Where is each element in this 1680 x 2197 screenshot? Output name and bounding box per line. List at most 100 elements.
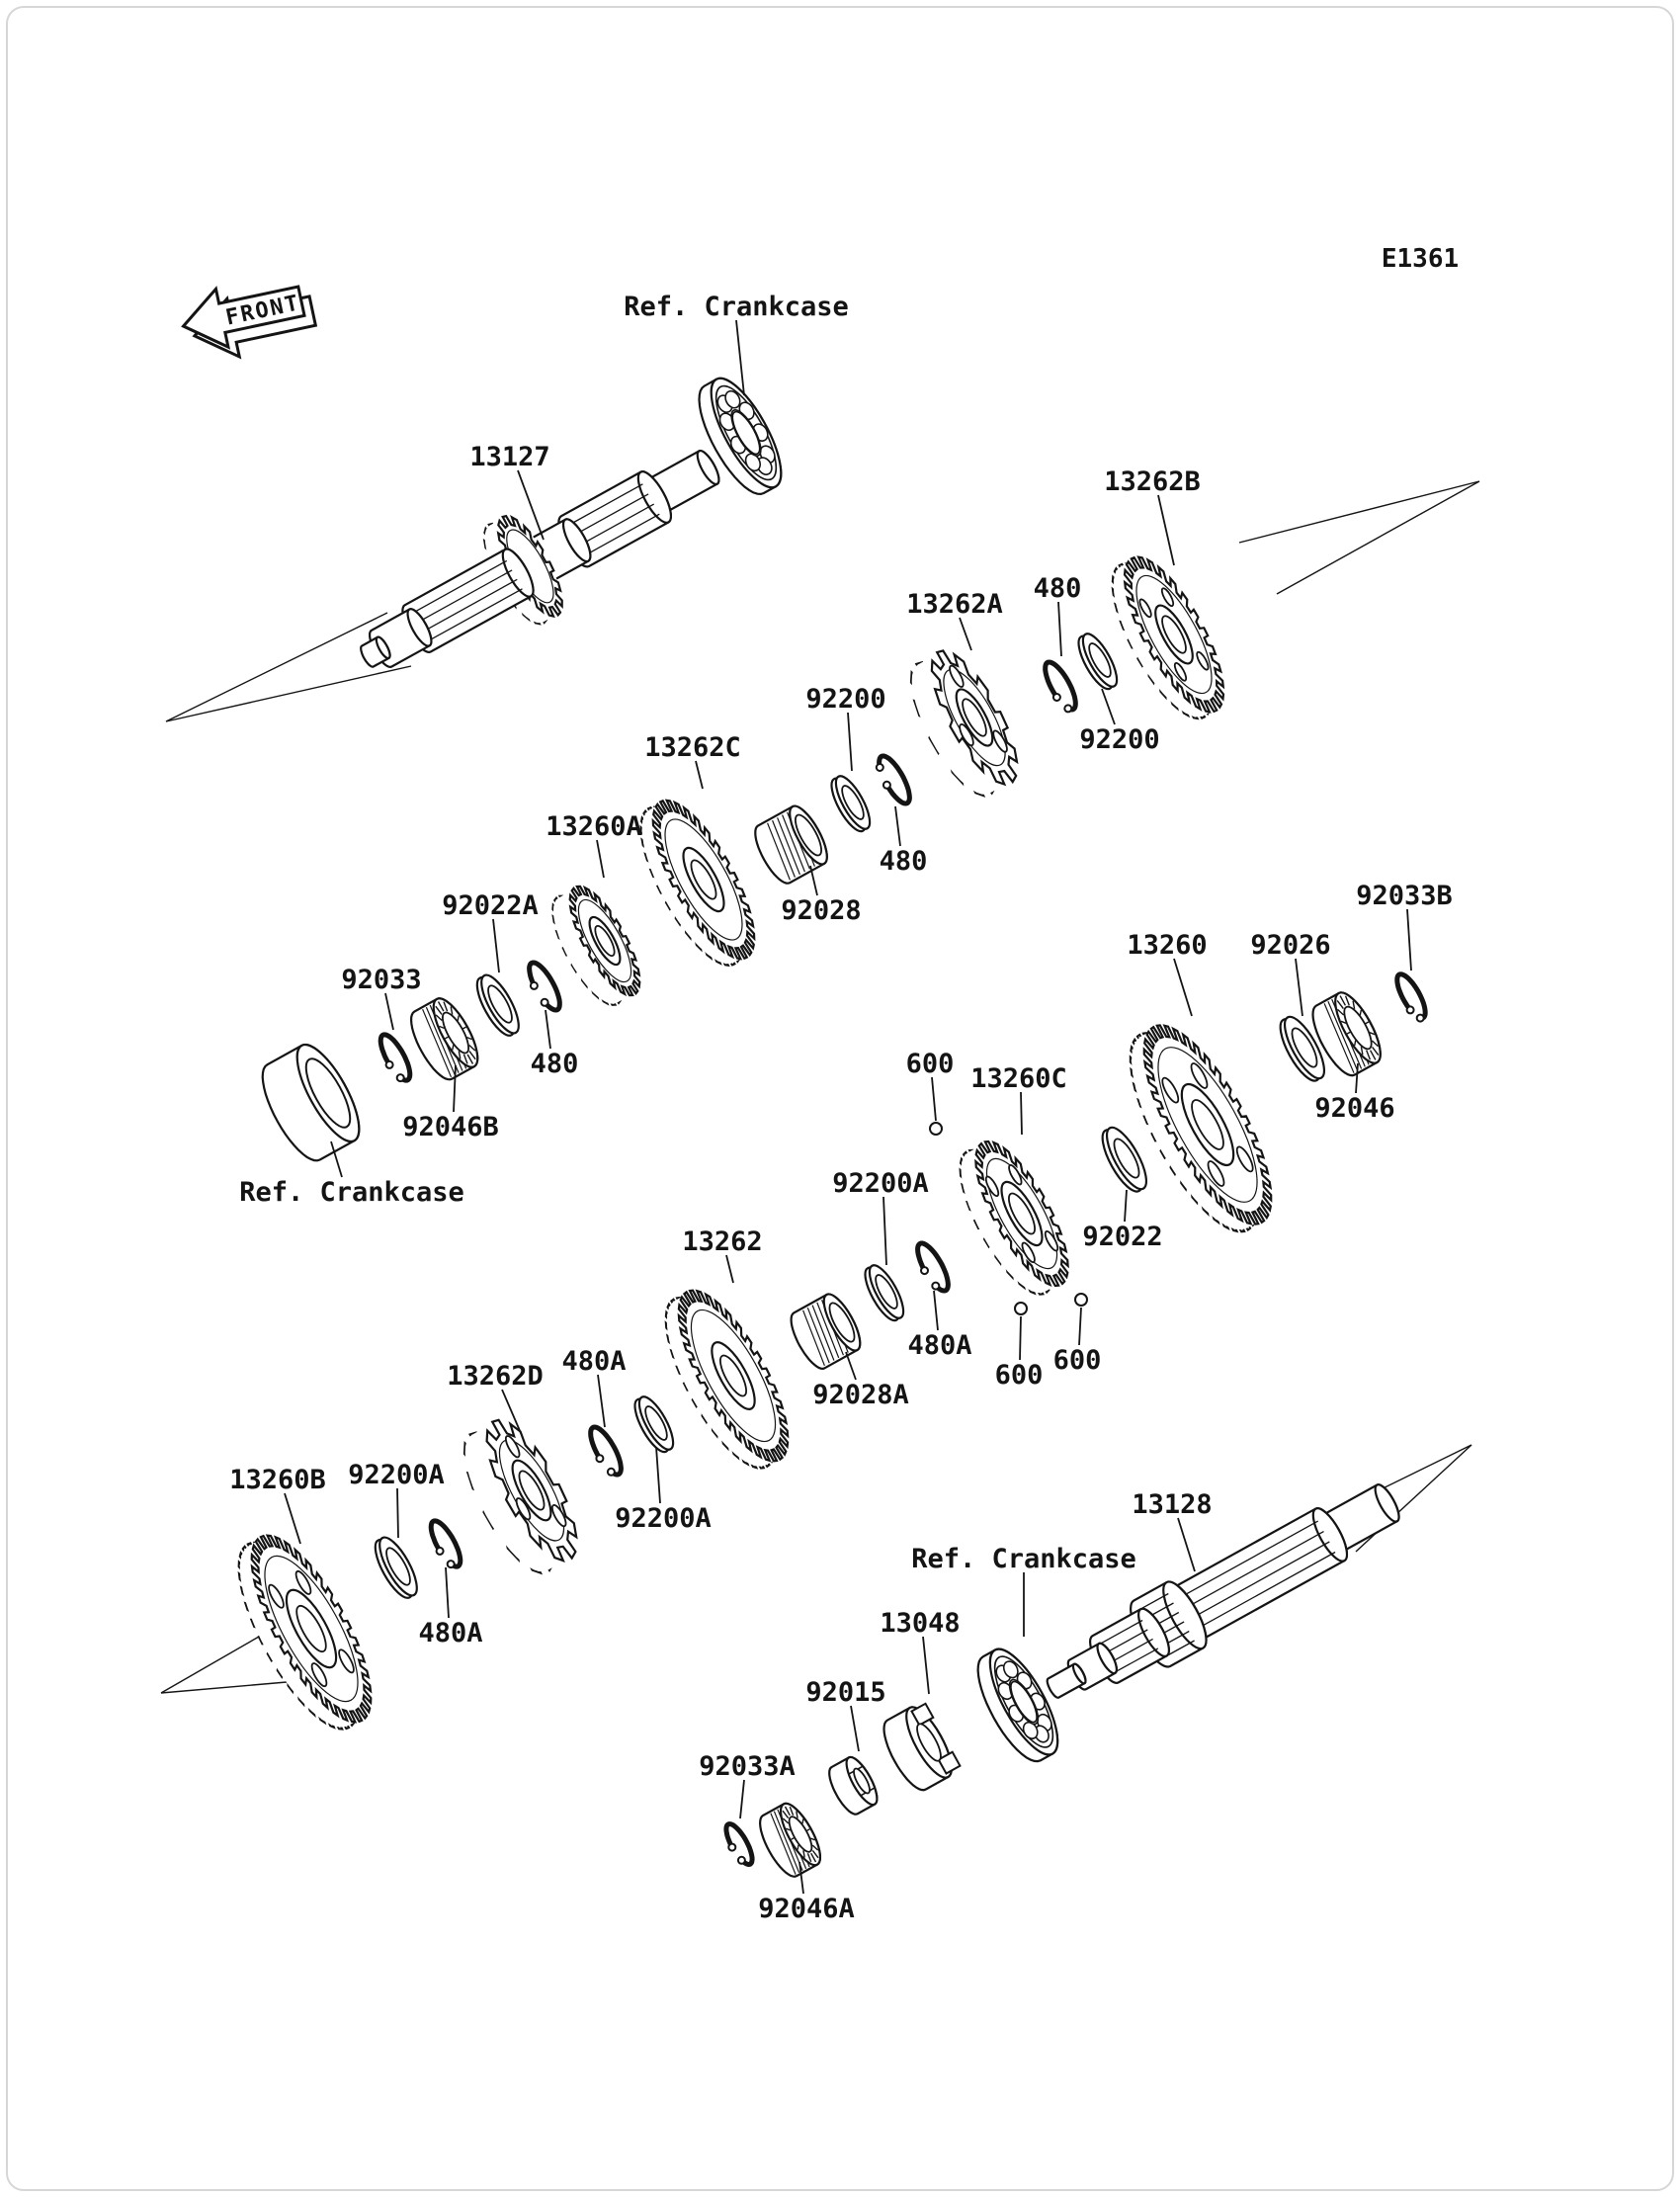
bearing-ref-crankcase-top — [698, 377, 783, 496]
washer-92022A — [475, 973, 520, 1037]
label-480A-2-leader — [597, 1374, 606, 1428]
circlip-92033 — [378, 1032, 413, 1083]
label-92200A-3: 92200A — [348, 1460, 445, 1490]
label-92200-2-leader — [1101, 688, 1116, 725]
label-13260C-leader — [1020, 1091, 1023, 1136]
label-92022A: 92022A — [442, 890, 539, 921]
label-92028A: 92028A — [812, 1380, 909, 1410]
circlip-480A-b — [588, 1424, 624, 1478]
washer-92200-inner — [830, 775, 872, 833]
washer-92200A-c — [374, 1536, 418, 1599]
label-ref-crankcase-left: Ref. Crankcase — [239, 1177, 464, 1208]
label-480-1-leader — [1057, 601, 1062, 657]
gear-13262D — [462, 1418, 578, 1575]
gear-13262 — [664, 1289, 790, 1470]
label-92015-leader — [850, 1705, 860, 1752]
label-92033B: 92033B — [1356, 881, 1453, 911]
label-13260B-leader — [284, 1492, 301, 1545]
shaft-13127 — [360, 449, 720, 669]
label-13262B-leader — [1157, 494, 1175, 566]
label-92033A-leader — [739, 1779, 745, 1819]
label-13260: 13260 — [1127, 930, 1207, 961]
label-13128: 13128 — [1132, 1489, 1212, 1520]
gear-13262C — [639, 799, 756, 968]
leader-lines — [284, 319, 1412, 1895]
circlip-480A-a — [915, 1240, 951, 1294]
label-480A-2: 480A — [561, 1346, 626, 1377]
label-13262-leader — [725, 1254, 734, 1284]
label-480-3: 480 — [531, 1049, 579, 1079]
label-600-1-leader — [931, 1076, 937, 1122]
front-arrow: FRONT — [181, 285, 318, 360]
bushing-92028 — [754, 804, 828, 885]
label-92033: 92033 — [341, 965, 421, 995]
label-480A-1-leader — [933, 1290, 939, 1331]
gear-13260 — [1129, 1024, 1273, 1233]
label-92046B: 92046B — [402, 1112, 499, 1142]
pin-600-c — [1074, 1293, 1088, 1307]
washer-92026 — [1279, 1015, 1326, 1082]
label-13262: 13262 — [682, 1226, 762, 1257]
circlip-480-inner — [875, 753, 912, 806]
label-92200A-2-leader — [655, 1446, 661, 1504]
label-13262A: 13262A — [906, 589, 1003, 620]
washer-92200A-b — [633, 1395, 675, 1454]
bearing-92046B — [409, 997, 479, 1081]
part-labels: Ref. Crankcase 13127 13262B 480 13262A 92200 9… — [229, 292, 1453, 1924]
label-92200-1: 92200 — [805, 684, 885, 715]
label-480-2-leader — [894, 805, 901, 847]
label-600-3-leader — [1078, 1307, 1082, 1346]
label-600-3: 600 — [1053, 1345, 1102, 1376]
bushing-ref-crankcase-left — [261, 1043, 361, 1162]
label-92026: 92026 — [1250, 930, 1330, 961]
label-92033A: 92033A — [699, 1751, 796, 1782]
washer-92200A-a — [864, 1264, 905, 1322]
label-ref-crankcase-left-leader — [330, 1141, 343, 1178]
label-92200A-1-leader — [882, 1196, 887, 1266]
gear-13262B — [1111, 555, 1225, 720]
gear-13260C — [959, 1140, 1069, 1296]
shaft-13128 — [1046, 1483, 1400, 1699]
label-13260C: 13260C — [970, 1063, 1067, 1094]
label-92200A-1: 92200A — [832, 1168, 929, 1199]
label-92046A-leader — [798, 1861, 804, 1895]
label-92046: 92046 — [1314, 1093, 1394, 1124]
circlip-480-low — [527, 960, 562, 1013]
label-600-1: 600 — [906, 1049, 955, 1079]
gear-13262A — [909, 649, 1019, 798]
label-13260A-leader — [596, 839, 605, 879]
label-13260B: 13260B — [229, 1465, 326, 1495]
label-92028A-leader — [845, 1351, 857, 1381]
label-92200-2: 92200 — [1079, 724, 1159, 755]
label-ref-crankcase-top-leader — [735, 319, 745, 396]
label-600-2: 600 — [995, 1360, 1044, 1391]
label-13127-leader — [517, 469, 545, 541]
label-13048-leader — [922, 1636, 930, 1695]
label-92200A-2: 92200A — [615, 1503, 712, 1534]
label-92015: 92015 — [805, 1677, 885, 1708]
label-480-1: 480 — [1034, 573, 1082, 604]
washer-92022 — [1101, 1126, 1148, 1193]
label-13128-leader — [1177, 1517, 1196, 1572]
label-ref-crankcase-bottom: Ref. Crankcase — [911, 1544, 1136, 1574]
label-92026-leader — [1295, 958, 1303, 1017]
bearing-ref-crankcase-bottom — [976, 1648, 1059, 1763]
label-13262C-leader — [695, 760, 704, 790]
gear-13260A — [551, 885, 641, 1006]
label-13262B: 13262B — [1104, 466, 1201, 497]
label-13127: 13127 — [469, 442, 549, 472]
pin-600-b — [1014, 1302, 1028, 1315]
projection-lines — [160, 480, 1480, 1694]
label-480-3-leader — [545, 1009, 551, 1050]
label-13048: 13048 — [880, 1608, 960, 1639]
label-92046B-leader — [453, 1064, 457, 1113]
label-92033B-leader — [1406, 908, 1412, 972]
label-92033-leader — [384, 992, 394, 1031]
label-480-2: 480 — [880, 846, 928, 877]
label-92028: 92028 — [781, 895, 861, 926]
label-13260-leader — [1173, 958, 1193, 1017]
label-480A-1: 480A — [907, 1330, 971, 1361]
exploded-parts — [237, 377, 1428, 1878]
label-480A-3: 480A — [418, 1618, 482, 1648]
